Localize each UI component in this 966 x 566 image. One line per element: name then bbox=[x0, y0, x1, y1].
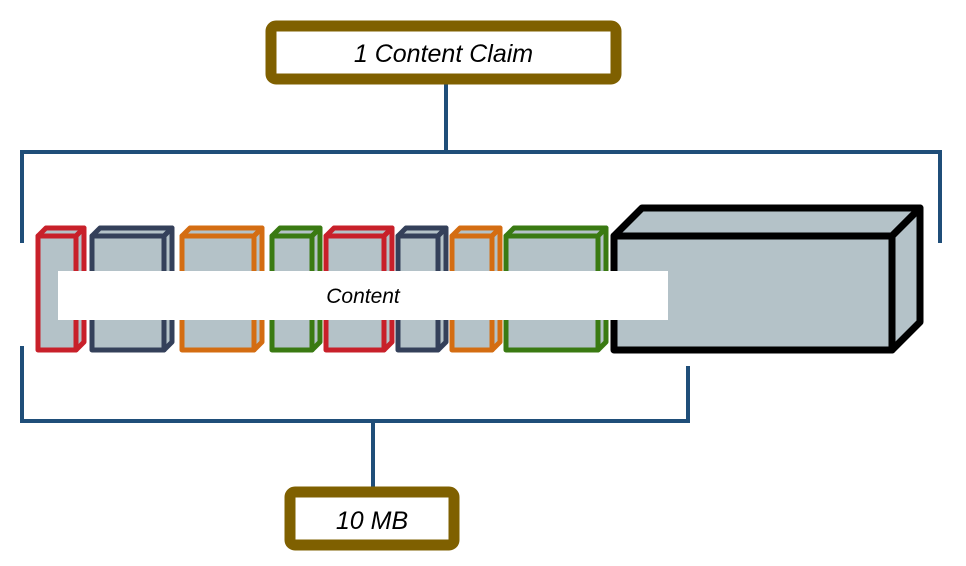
size-label: 10 MB bbox=[336, 507, 408, 535]
remaining-space-block-side-face bbox=[888, 204, 924, 354]
claim-label-border bbox=[265, 20, 622, 85]
content-block-red-1 bbox=[35, 225, 87, 353]
content-label: Content bbox=[326, 285, 401, 308]
content-band bbox=[58, 271, 668, 320]
remaining-space-block-top-face bbox=[610, 204, 924, 240]
size-bracket-line bbox=[20, 346, 690, 423]
remaining-space-block bbox=[610, 204, 924, 354]
claim-label: 1 Content Claim bbox=[354, 40, 533, 68]
claim-bracket-line bbox=[20, 150, 942, 243]
size-label-box: 10 MB bbox=[284, 486, 460, 551]
claim-bracket bbox=[20, 84, 942, 243]
size-label-border bbox=[284, 486, 460, 551]
size-bracket bbox=[20, 346, 690, 490]
claim-label-box: 1 Content Claim bbox=[265, 20, 622, 85]
